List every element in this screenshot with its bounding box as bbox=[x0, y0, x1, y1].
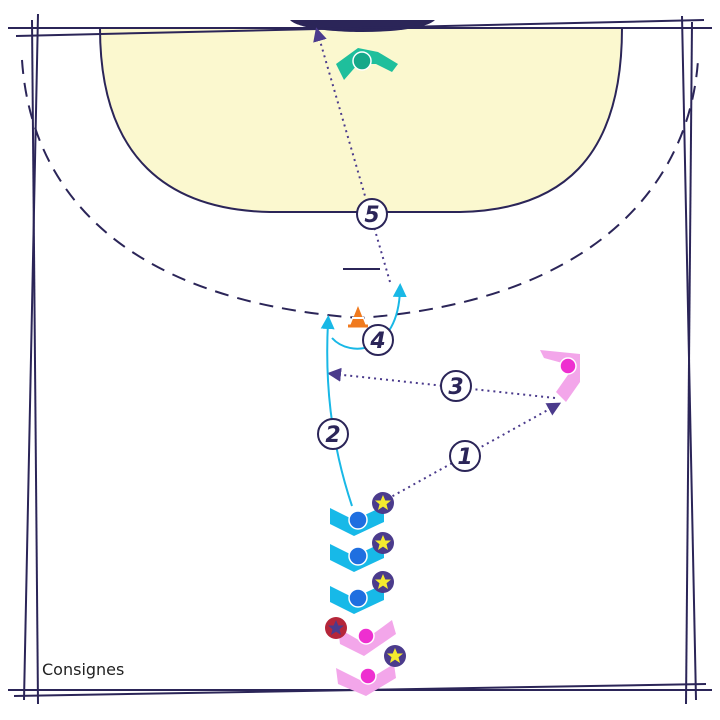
star-icon bbox=[384, 645, 406, 667]
attacker-pink-1 bbox=[338, 620, 396, 656]
cone-icon bbox=[348, 306, 368, 328]
star-icon bbox=[372, 571, 394, 593]
star-icon bbox=[325, 617, 347, 639]
attacker-blue-2 bbox=[330, 542, 384, 572]
pass-arrow-step-3 bbox=[327, 367, 556, 399]
attacker-queue bbox=[330, 506, 396, 696]
attacker-pink-2 bbox=[336, 664, 396, 696]
step-3-label: 3 bbox=[448, 375, 463, 400]
shot-arrow-step-5 bbox=[313, 27, 391, 283]
step-1-label: 1 bbox=[457, 445, 472, 470]
step-4-label: 4 bbox=[369, 329, 385, 354]
pivot-player bbox=[540, 350, 580, 402]
star-badges bbox=[325, 492, 406, 667]
step-5-label: 5 bbox=[364, 203, 379, 228]
step-5-bubble: 5 bbox=[356, 198, 388, 230]
star-icon bbox=[372, 532, 394, 554]
goalkeeper bbox=[336, 48, 398, 80]
run-arrow-step-2 bbox=[320, 315, 353, 507]
step-4-bubble: 4 bbox=[362, 324, 394, 356]
goal-area bbox=[98, 27, 624, 213]
attacker-blue-3 bbox=[330, 584, 384, 614]
step-1-bubble: 1 bbox=[449, 440, 481, 472]
step-2-bubble: 2 bbox=[317, 418, 349, 450]
step-2-label: 2 bbox=[325, 423, 340, 448]
star-icon bbox=[372, 492, 394, 514]
step-3-bubble: 3 bbox=[440, 370, 472, 402]
instructions-caption: Consignes bbox=[42, 660, 125, 679]
court-lines bbox=[8, 13, 712, 705]
attacker-blue-1 bbox=[330, 506, 384, 536]
